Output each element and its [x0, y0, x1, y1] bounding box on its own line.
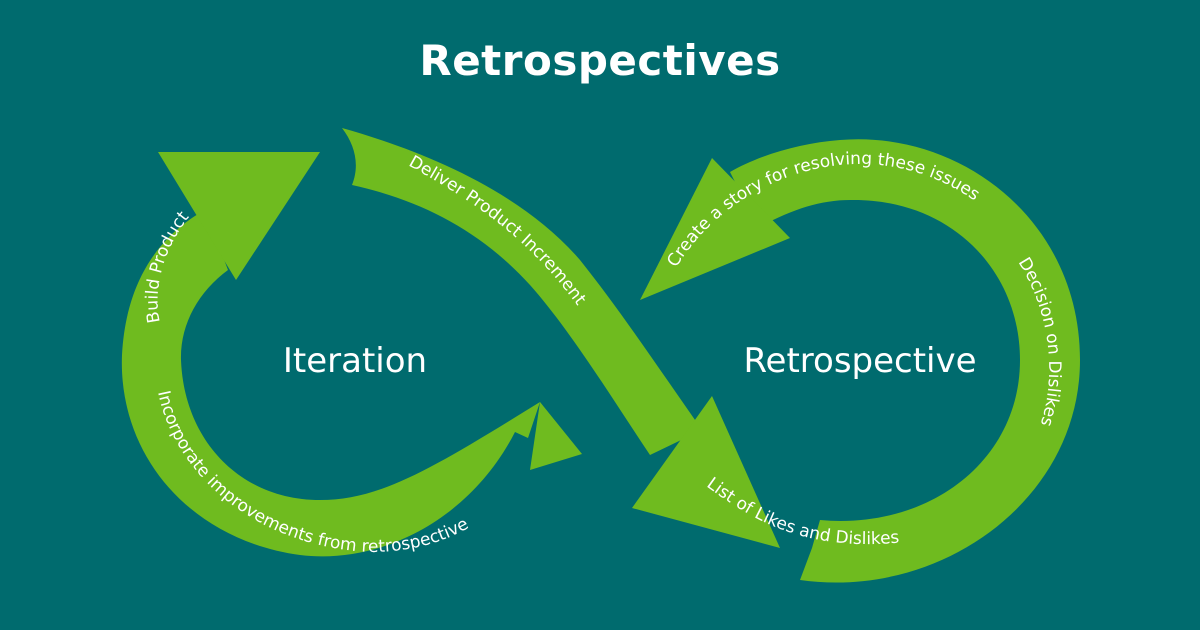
build-arrow-head [158, 152, 320, 280]
right-loop-arc [730, 139, 1080, 583]
left-tail-notch [530, 402, 582, 470]
crossing-band [342, 128, 702, 455]
page-title: Retrospectives [419, 36, 781, 85]
deliver-arrow-head [632, 396, 780, 548]
left-loop-arc [121, 210, 540, 557]
create-story-arrow-head [640, 158, 790, 300]
loop-label-retrospective: Retrospective [743, 341, 976, 381]
loop-label-iteration: Iteration [283, 341, 427, 381]
